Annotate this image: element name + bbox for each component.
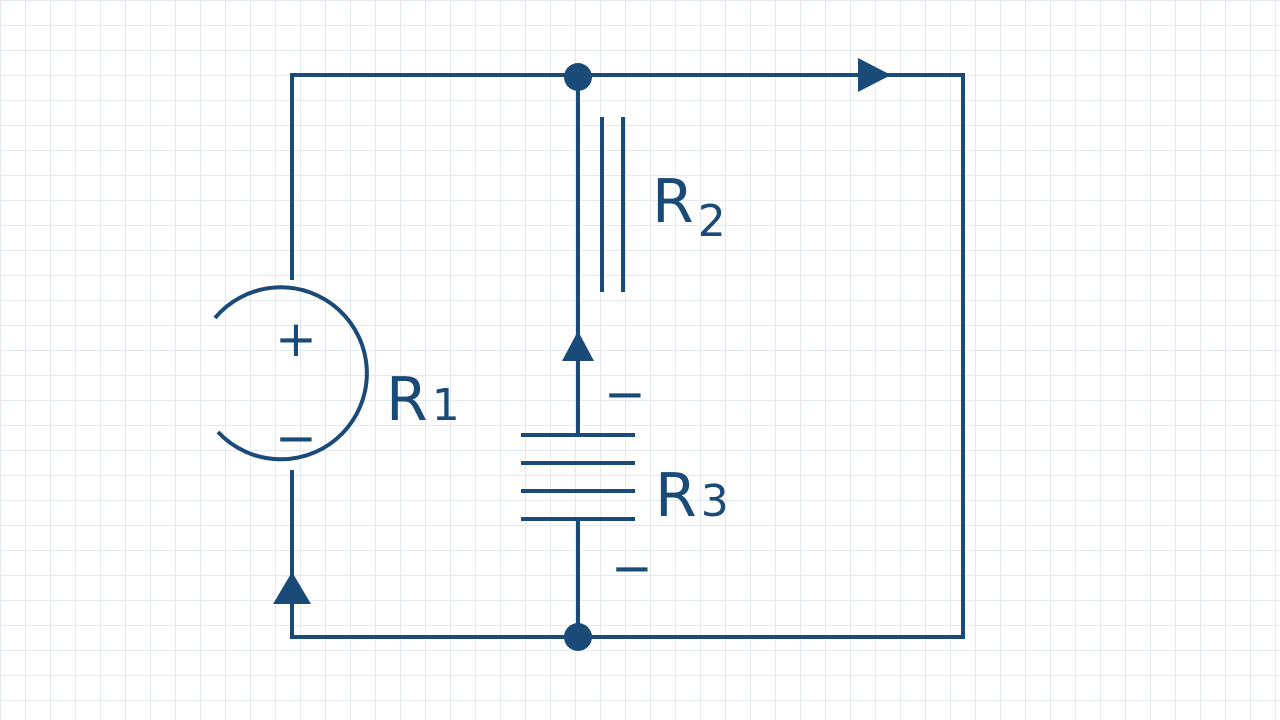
r2-label-symbol: R <box>652 167 694 237</box>
r3-label: R3 <box>655 461 729 531</box>
current-arrow-left <box>273 572 311 604</box>
r2-label: R2 <box>652 167 726 247</box>
current-arrow-top <box>858 58 891 92</box>
r3-top-minus-sign: − <box>604 365 646 423</box>
r3-label-subscript: 3 <box>701 476 729 527</box>
r1-label: R1 <box>386 365 460 435</box>
r1-label-subscript: 1 <box>432 380 460 431</box>
junction-node-top <box>564 63 592 91</box>
r1-symbol <box>213 285 369 462</box>
current-arrow-middle <box>562 331 594 361</box>
wires <box>290 73 965 639</box>
source-minus-sign: − <box>275 409 317 467</box>
r1-label-symbol: R <box>386 365 428 435</box>
source-plus-sign: + <box>275 310 317 368</box>
r3-label-symbol: R <box>655 461 697 531</box>
junction-node-bottom <box>564 623 592 651</box>
r2-label-subscript: 2 <box>698 196 726 247</box>
r3-bottom-minus-sign: − <box>611 539 653 597</box>
